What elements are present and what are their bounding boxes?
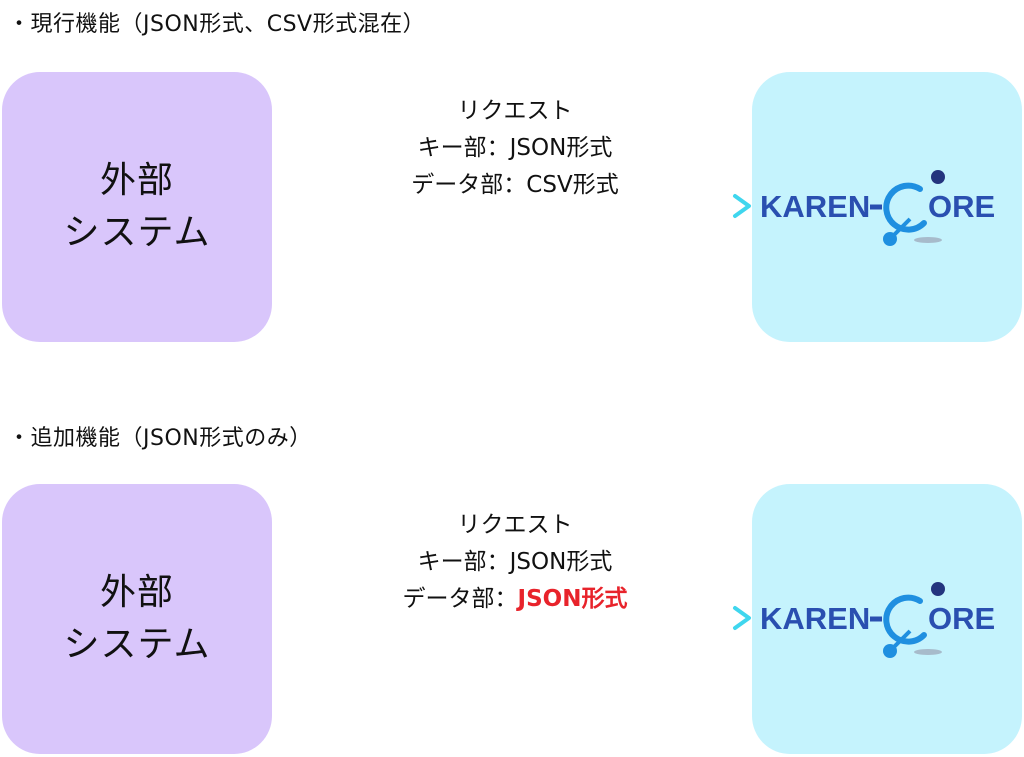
request-key-part: キー部：JSON形式 bbox=[417, 135, 613, 161]
logo-text-karen: KAREN bbox=[760, 601, 870, 636]
request-title: リクエスト bbox=[457, 512, 573, 538]
external-system-label-line2: システム bbox=[63, 212, 211, 253]
logo-text-ore: ORE bbox=[928, 601, 995, 636]
karen-core-box: KAREN ORE bbox=[752, 72, 1022, 342]
karen-core-box: KAREN ORE bbox=[752, 484, 1022, 754]
request-data-part: データ部：CSV形式 bbox=[411, 172, 619, 198]
karen-core-logo: KAREN ORE bbox=[760, 582, 995, 658]
request-data-part: データ部：JSON形式 bbox=[402, 586, 628, 612]
logo-text-karen: KAREN bbox=[760, 189, 870, 224]
request-title: リクエスト bbox=[457, 98, 573, 124]
request-arrow bbox=[270, 194, 751, 218]
section-heading-added: ・追加機能（JSON形式のみ） bbox=[8, 426, 312, 451]
external-system-box: 外部 システム bbox=[2, 72, 272, 342]
data-format-value-highlight: JSON形式 bbox=[517, 586, 628, 612]
external-system-box: 外部 システム bbox=[2, 484, 272, 754]
request-arrow bbox=[270, 606, 751, 630]
external-system-label-line2: システム bbox=[63, 624, 211, 665]
external-system-label-line1: 外部 bbox=[99, 572, 174, 613]
request-description: リクエスト キー部：JSON形式 データ部：JSON形式 bbox=[370, 507, 660, 618]
request-key-part: キー部：JSON形式 bbox=[417, 549, 613, 575]
external-system-label-line1: 外部 bbox=[99, 160, 174, 201]
karen-core-logo: KAREN ORE bbox=[760, 170, 995, 246]
request-description: リクエスト キー部：JSON形式 データ部：CSV形式 bbox=[370, 93, 660, 204]
data-format-value: CSV形式 bbox=[526, 172, 619, 198]
section-heading-current: ・現行機能（JSON形式、CSV形式混在） bbox=[8, 12, 426, 37]
logo-text-ore: ORE bbox=[928, 189, 995, 224]
